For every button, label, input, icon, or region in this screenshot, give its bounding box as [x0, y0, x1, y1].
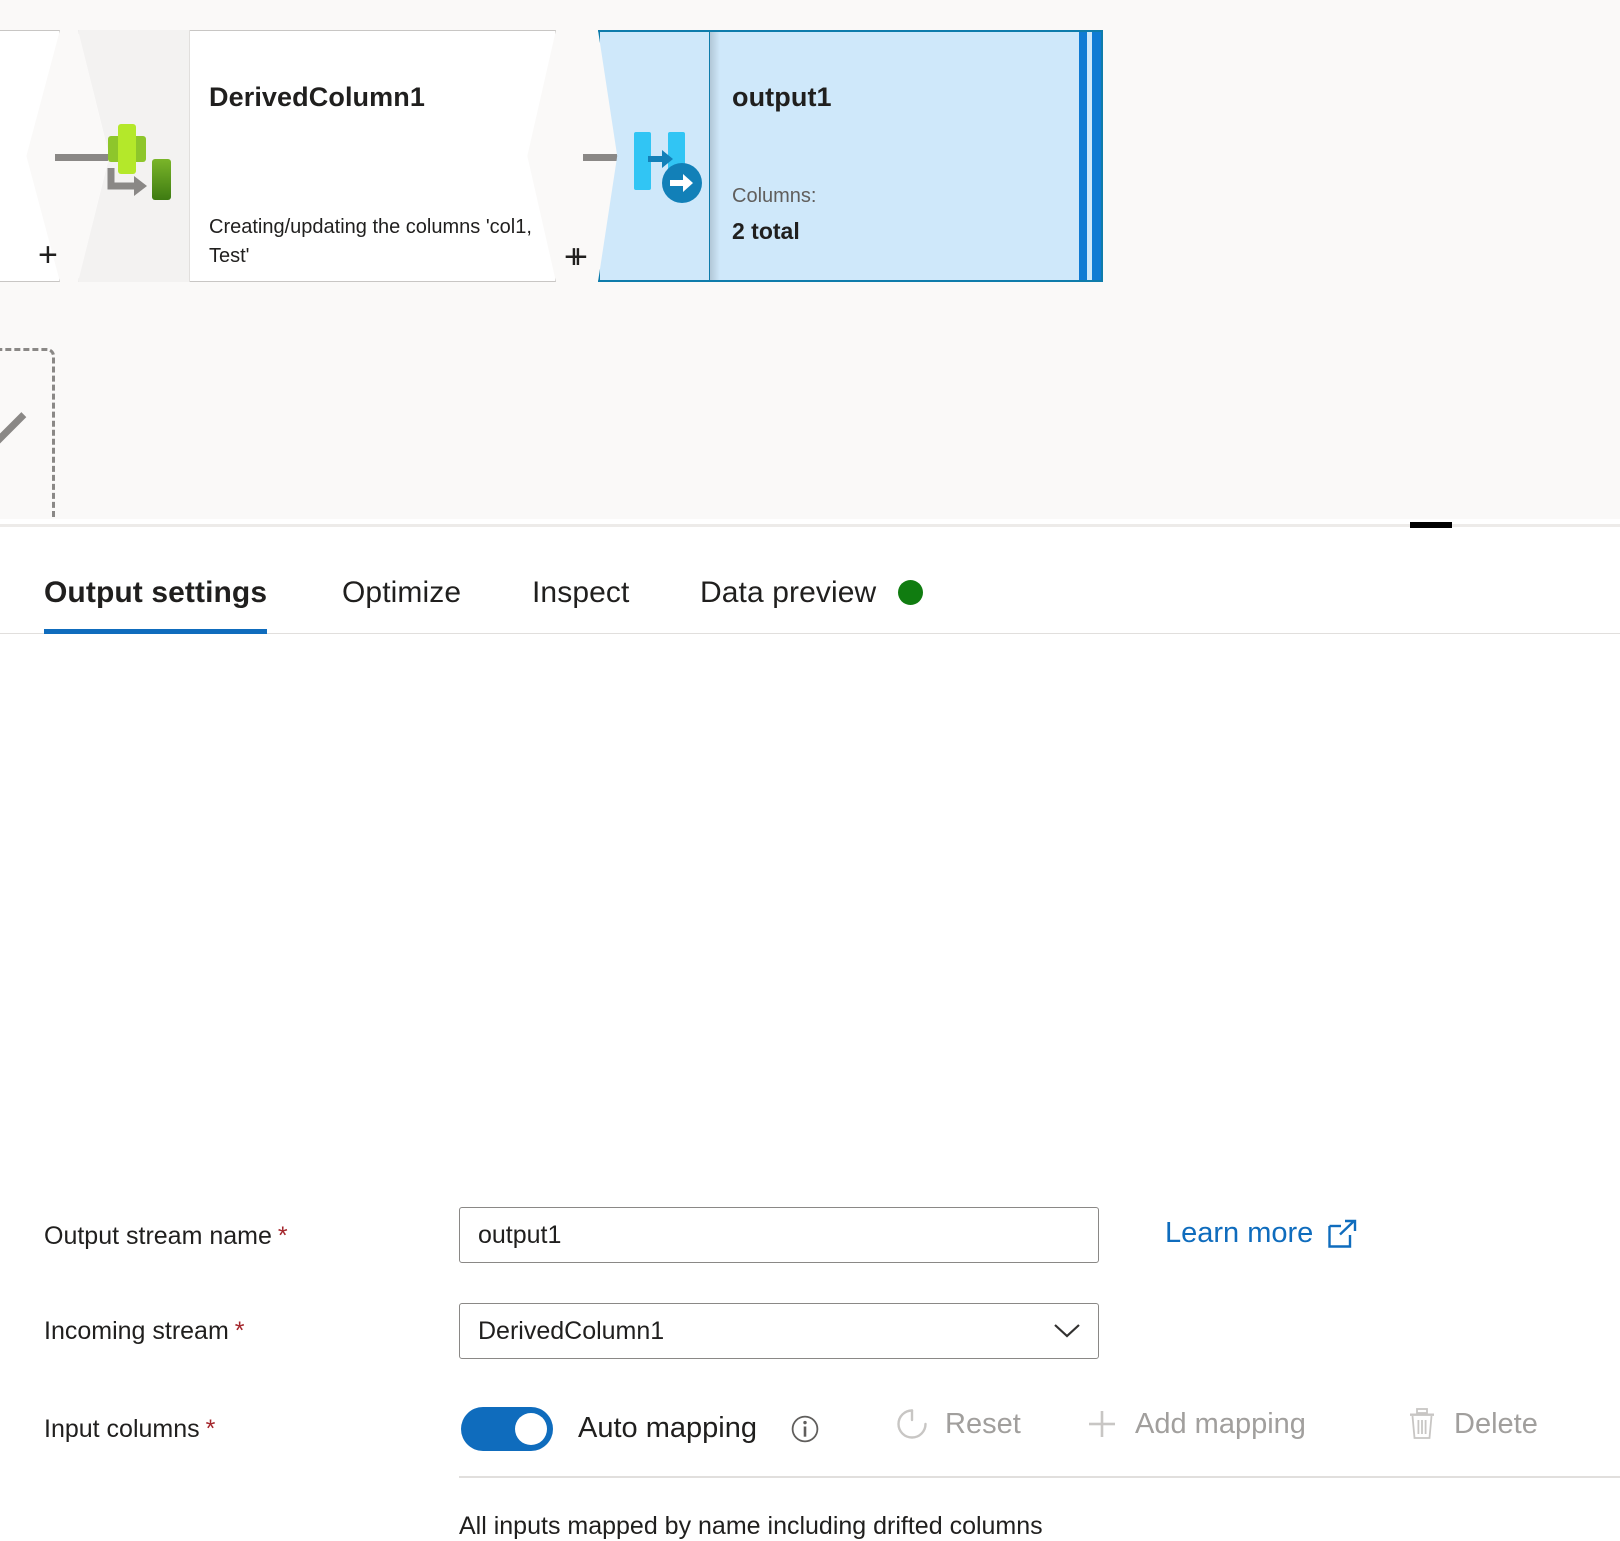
arrow-glyph: [648, 150, 673, 168]
label-text: Input columns: [44, 1415, 200, 1443]
auto-mapping-toggle[interactable]: [461, 1407, 553, 1451]
node-main-body: [709, 30, 1103, 282]
toggle-knob: [515, 1413, 547, 1445]
tab-output-settings[interactable]: Output settings: [44, 551, 268, 634]
node-columns-value: 2 total: [732, 218, 800, 244]
label-text: Incoming stream: [44, 1317, 229, 1345]
trash-icon: [1410, 1408, 1434, 1439]
canvas-node-output1[interactable]: + output1 Columns: 2 total: [564, 30, 1103, 282]
connector-line-left: [55, 154, 111, 161]
mapping-divider: [459, 1476, 1620, 1478]
incoming-stream-value: DerivedColumn1: [478, 1316, 665, 1345]
settings-panel: Output settings Optimize Inspect Data pr…: [0, 531, 1620, 1540]
tab-optimize[interactable]: Optimize: [342, 551, 461, 634]
sink-icon: [632, 126, 704, 204]
add-node-button-after-derived-column[interactable]: +: [568, 238, 588, 276]
add-mapping-label: Add mapping: [1135, 1407, 1306, 1440]
add-node-button-before-output1[interactable]: +: [564, 238, 584, 276]
plus-icon: [1089, 1411, 1115, 1437]
learn-more-label: Learn more: [1165, 1217, 1314, 1249]
incoming-stream-dropdown[interactable]: DerivedColumn1: [459, 1303, 1099, 1359]
white-arrow-glyph: [670, 174, 693, 192]
tab-label: Data preview: [700, 575, 877, 609]
connector-line-right: [583, 154, 635, 161]
data-flow-canvas[interactable]: + DerivedColumn1 Creating/updating the c…: [0, 0, 1620, 519]
tab-label: Optimize: [342, 575, 462, 609]
tab-label: Inspect: [532, 575, 630, 609]
node-edge-accent-2: [1092, 32, 1101, 280]
arrow-glyph: [107, 168, 147, 196]
node-edge-accent-1: [1079, 32, 1087, 280]
node-title: output1: [732, 82, 832, 112]
label-text: Output stream name: [44, 1222, 272, 1250]
chevron-down-icon: [1054, 1324, 1080, 1338]
sink-arrow-badge: [662, 163, 702, 203]
node-description: Creating/updating the columns 'col1, Tes…: [209, 216, 532, 267]
tab-data-preview[interactable]: Data preview: [700, 551, 924, 634]
tab-label: Output settings: [44, 575, 268, 609]
label-incoming-stream: Incoming stream*: [44, 1317, 245, 1346]
add-mapping-button[interactable]: Add mapping: [1085, 1407, 1306, 1441]
node-columns-label: Columns:: [732, 185, 817, 207]
info-icon[interactable]: [791, 1415, 819, 1443]
node-inner-shadow: [710, 32, 720, 280]
panel-tab-bar: Output settings Optimize Inspect Data pr…: [0, 551, 1620, 634]
refresh-icon: [897, 1409, 927, 1439]
delete-label: Delete: [1454, 1407, 1538, 1440]
tab-inspect[interactable]: Inspect: [532, 551, 629, 634]
canvas-node-derived-column[interactable]: DerivedColumn1 Creating/updating the col…: [78, 30, 588, 282]
required-marker: *: [277, 1222, 288, 1250]
learn-more-link[interactable]: Learn more: [1165, 1217, 1357, 1250]
auto-mapping-label: Auto mapping: [578, 1412, 757, 1444]
reset-label: Reset: [945, 1407, 1021, 1440]
delete-button[interactable]: Delete: [1406, 1407, 1538, 1441]
splitter-handle[interactable]: [1410, 522, 1452, 528]
external-link-icon: [1328, 1219, 1357, 1248]
mapping-note: All inputs mapped by name including drif…: [459, 1512, 1043, 1540]
reset-button[interactable]: Reset: [895, 1407, 1021, 1441]
status-dot-icon: [898, 580, 924, 605]
derived-column-icon: [104, 124, 176, 202]
add-node-button-ghost[interactable]: +: [38, 236, 58, 274]
required-marker: *: [205, 1415, 216, 1443]
label-output-stream-name: Output stream name*: [44, 1222, 288, 1251]
canvas-drop-placeholder: [0, 348, 55, 519]
splitter-track: [0, 524, 1620, 527]
panel-splitter[interactable]: [0, 519, 1620, 531]
output-stream-name-input[interactable]: [459, 1207, 1099, 1263]
label-input-columns: Input columns*: [44, 1415, 215, 1444]
node-title: DerivedColumn1: [209, 82, 425, 112]
required-marker: *: [234, 1317, 245, 1345]
